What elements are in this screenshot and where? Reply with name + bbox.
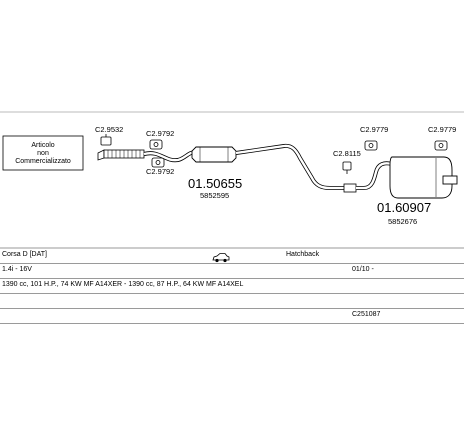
middle-silencer-ref: 5852595 — [200, 191, 229, 200]
vehicle-date: 01/10 - — [352, 266, 374, 273]
exhaust-diagram: Articolo non Commercializzato C2.9532 C2… — [0, 111, 464, 249]
label-hanger-rear-1: C2.9779 — [360, 125, 388, 134]
label-clamp-mid: C2.8115 — [333, 149, 361, 158]
rear-silencer-ref: 5852676 — [388, 217, 417, 226]
label-hanger-2: C2.9792 — [146, 167, 174, 176]
info-row-kit: C251087 — [0, 309, 464, 324]
vehicle-model: Corsa D [DAT] — [2, 251, 47, 258]
article-box-line-1: Articolo — [31, 142, 54, 149]
article-box: Articolo non Commercializzato — [2, 135, 84, 171]
vehicle-specs: 1390 cc, 101 H.P., 74 KW MF A14XER - 139… — [2, 281, 244, 288]
middle-silencer — [191, 146, 237, 163]
middle-silencer-code: 01.50655 — [188, 176, 242, 191]
info-row-engine: 1.4i - 16V 01/10 - — [0, 264, 464, 279]
flex-pipe — [97, 149, 145, 161]
hanger-icon-1 — [149, 139, 163, 150]
label-hanger-1: C2.9792 — [146, 129, 174, 138]
hanger-rear-icon-2 — [434, 140, 448, 151]
clamp-mid-icon — [342, 161, 352, 174]
rear-silencer-code: 01.60907 — [377, 200, 431, 215]
pipe-joint — [343, 183, 357, 193]
clamp-icon — [100, 134, 112, 146]
article-box-line-2: non — [37, 150, 49, 157]
info-row-model: Corsa D [DAT] Hatchback — [0, 249, 464, 264]
vehicle-body: Hatchback — [286, 251, 320, 258]
rear-silencer — [389, 156, 458, 199]
info-row-empty — [0, 294, 464, 309]
hatchback-car-icon — [212, 250, 230, 268]
article-box-line-3: Commercializzato — [15, 158, 71, 165]
kit-code: C251087 — [352, 311, 381, 318]
label-clamp-front: C2.9532 — [95, 125, 123, 134]
info-row-specs: 1390 cc, 101 H.P., 74 KW MF A14XER - 139… — [0, 279, 464, 294]
vehicle-engine: 1.4i - 16V — [2, 266, 32, 273]
label-hanger-rear-2: C2.9779 — [428, 125, 456, 134]
hanger-icon-2 — [151, 157, 165, 168]
hanger-rear-icon-1 — [364, 140, 378, 151]
